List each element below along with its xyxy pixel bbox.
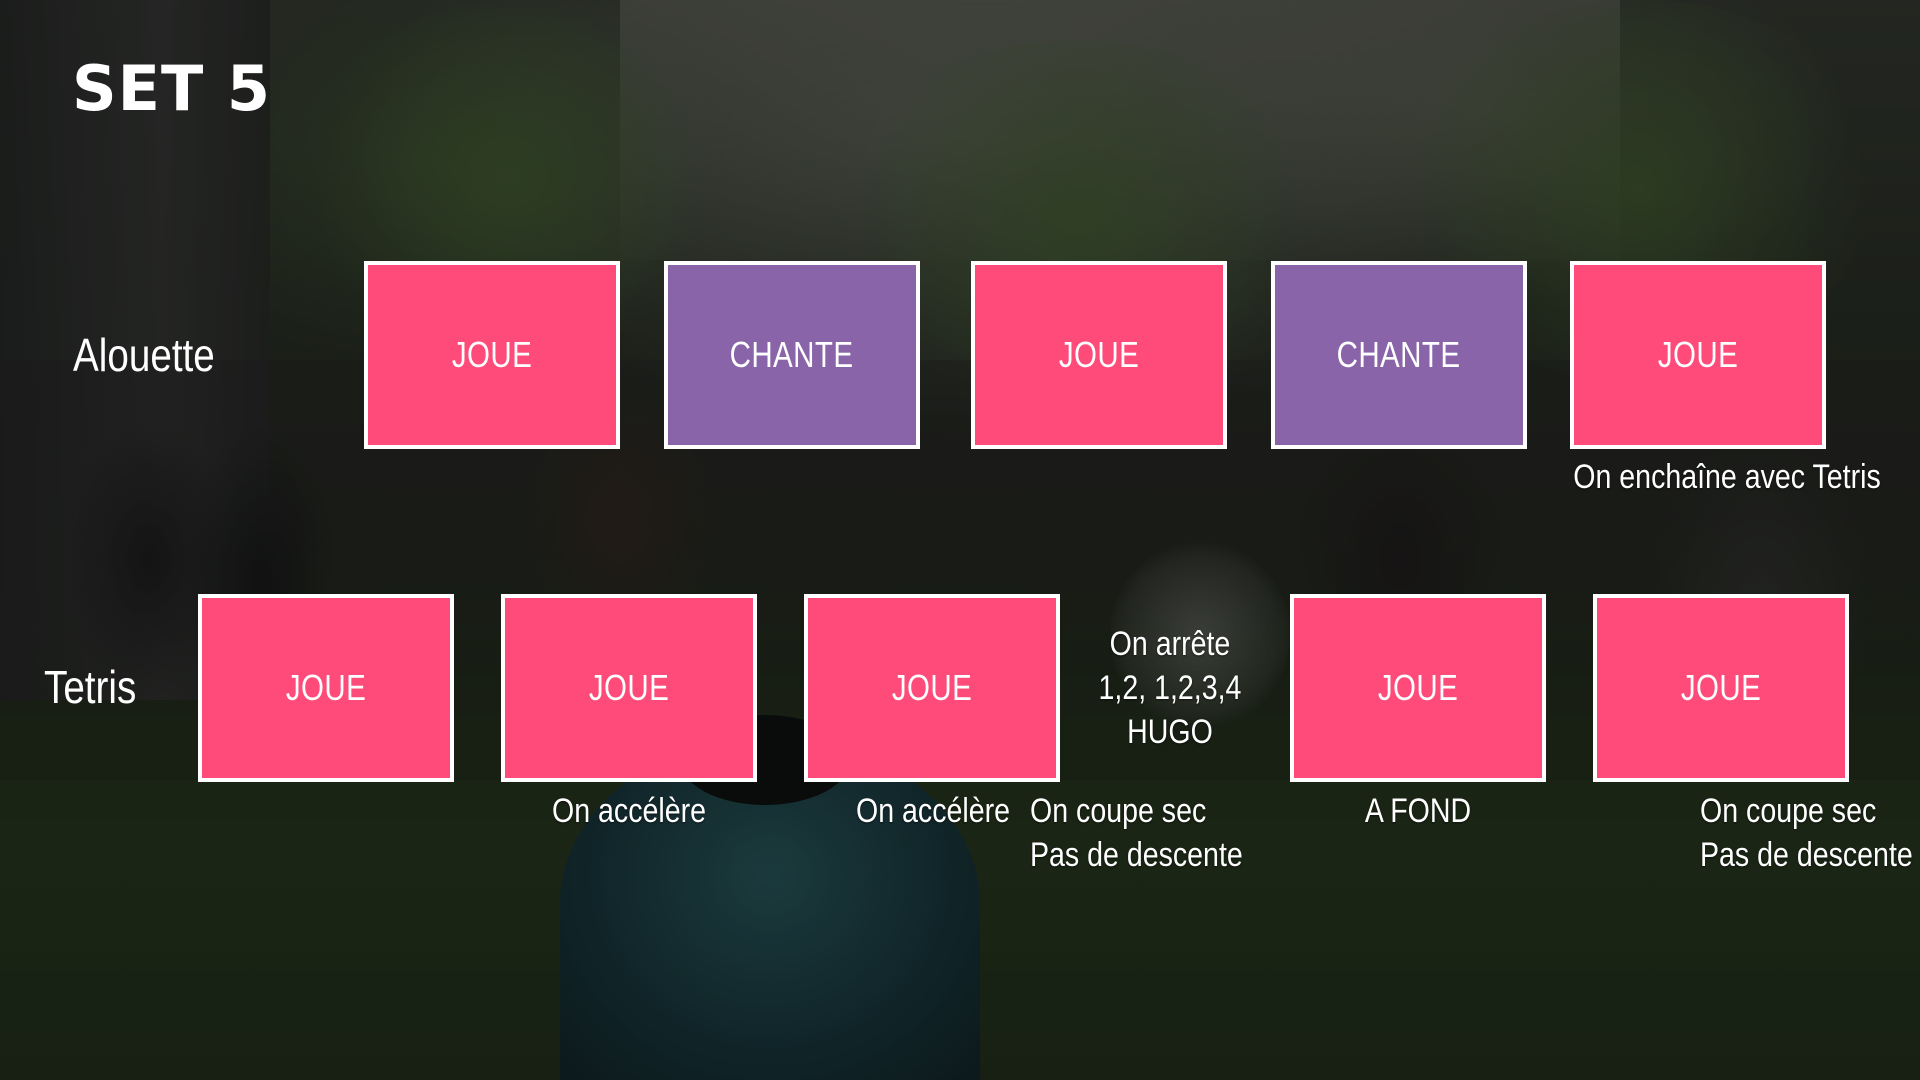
note-on-coupe-sec-2: On coupe sec Pas de descente <box>1700 792 1913 874</box>
alouette-card-2: CHANTE <box>664 261 920 449</box>
note-on-arrete: On arrête 1,2, 1,2,3,4 HUGO <box>1098 625 1242 751</box>
card-label: CHANTE <box>730 334 854 375</box>
note-on-coupe-sec-1: On coupe sec Pas de descente <box>1030 792 1243 874</box>
card-label: CHANTE <box>1337 334 1461 375</box>
tetris-card-1: JOUE <box>198 594 454 782</box>
card-label: JOUE <box>1680 667 1762 708</box>
alouette-card-5: JOUE <box>1570 261 1826 449</box>
note-enchaine-tetris: On enchaîne avec Tetris <box>1573 458 1881 496</box>
note-a-fond: A FOND <box>1364 792 1472 830</box>
tetris-card-5: JOUE <box>1593 594 1849 782</box>
alouette-card-1: JOUE <box>364 261 620 449</box>
card-label: JOUE <box>285 667 367 708</box>
note-on-accelere-2: On accélère <box>855 792 1010 830</box>
card-label: JOUE <box>588 667 670 708</box>
row-label-alouette: Alouette <box>73 329 215 381</box>
tetris-card-4: JOUE <box>1290 594 1546 782</box>
tetris-card-3: JOUE <box>804 594 1060 782</box>
card-label: JOUE <box>891 667 973 708</box>
slide-title: SET 5 <box>72 52 272 125</box>
tetris-card-2: JOUE <box>501 594 757 782</box>
alouette-card-4: CHANTE <box>1271 261 1527 449</box>
note-on-accelere-1: On accélère <box>551 792 706 830</box>
card-label: JOUE <box>1377 667 1459 708</box>
alouette-card-3: JOUE <box>971 261 1227 449</box>
row-label-tetris: Tetris <box>44 661 137 713</box>
card-label: JOUE <box>1657 334 1739 375</box>
card-label: JOUE <box>1058 334 1140 375</box>
card-label: JOUE <box>451 334 533 375</box>
